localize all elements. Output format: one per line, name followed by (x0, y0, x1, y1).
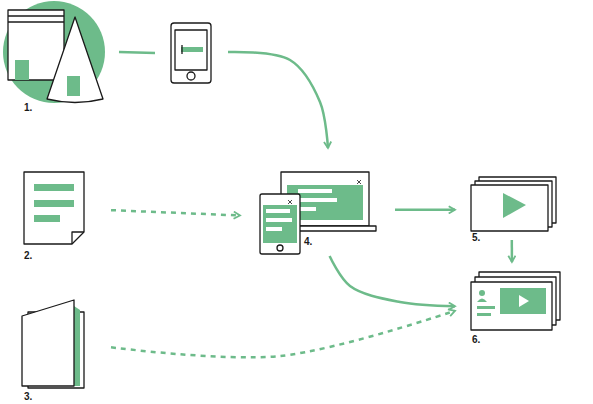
illustration-node: 5. (471, 177, 556, 230)
phone-button (187, 72, 195, 80)
flow-arrow (395, 208, 455, 211)
cone-door (67, 76, 80, 96)
document-bar (34, 200, 74, 207)
dashed-arrow (111, 311, 455, 358)
phone-bar (181, 47, 203, 52)
document-bar (34, 184, 74, 191)
tablet-bar (266, 218, 292, 222)
tablet-body (260, 194, 300, 254)
tablet-titlebar (263, 199, 297, 205)
building-line (8, 15, 64, 16)
laptop-bar (298, 189, 332, 193)
laptop-bar (298, 207, 316, 211)
illustrations (3, 1, 560, 388)
green-circle (3, 1, 105, 103)
callout-number: 5. (472, 232, 480, 244)
illustration-node: 6. (471, 272, 560, 329)
document-bar (34, 215, 60, 222)
document (24, 172, 84, 244)
illustration-node: 3. (22, 300, 84, 386)
tablet-bar (266, 209, 290, 213)
illustration-node: 4. (260, 172, 376, 254)
flow-arrow (330, 256, 455, 306)
flow-arrow (119, 52, 328, 148)
page-card (471, 282, 552, 330)
phone-body (171, 23, 211, 83)
close-icon (357, 180, 361, 184)
document-fold (72, 232, 84, 244)
cone-building (47, 17, 103, 103)
video-card (471, 185, 548, 231)
callout-number: 6. (472, 334, 480, 346)
video-frame (500, 288, 546, 314)
person-head (479, 290, 485, 296)
text-bar (477, 313, 491, 316)
illustration-node: 2. (24, 172, 84, 244)
play-icon (519, 295, 529, 307)
brochure-front (22, 300, 74, 386)
phone-screen (175, 30, 207, 70)
callout-number: 1. (24, 102, 32, 114)
play-icon (503, 193, 526, 218)
brochure-green-page (74, 306, 80, 386)
flow-arrow (511, 240, 514, 262)
callout-number: 3. (24, 391, 32, 403)
illustration-node: 1. (2, 2, 106, 102)
tablet-bar (266, 227, 282, 231)
building-door (15, 60, 29, 80)
building-line (8, 21, 64, 22)
tablet-screen (263, 199, 297, 243)
dashed-arrow (111, 210, 240, 215)
callout-number: 4. (304, 236, 312, 248)
close-icon (288, 200, 292, 204)
phone-cursor (181, 45, 182, 54)
person-body (477, 299, 487, 303)
tablet-button (277, 245, 283, 251)
laptop-titlebar (287, 179, 363, 185)
building (8, 10, 64, 80)
text-bar (477, 306, 495, 309)
callout-number: 2. (24, 250, 32, 262)
